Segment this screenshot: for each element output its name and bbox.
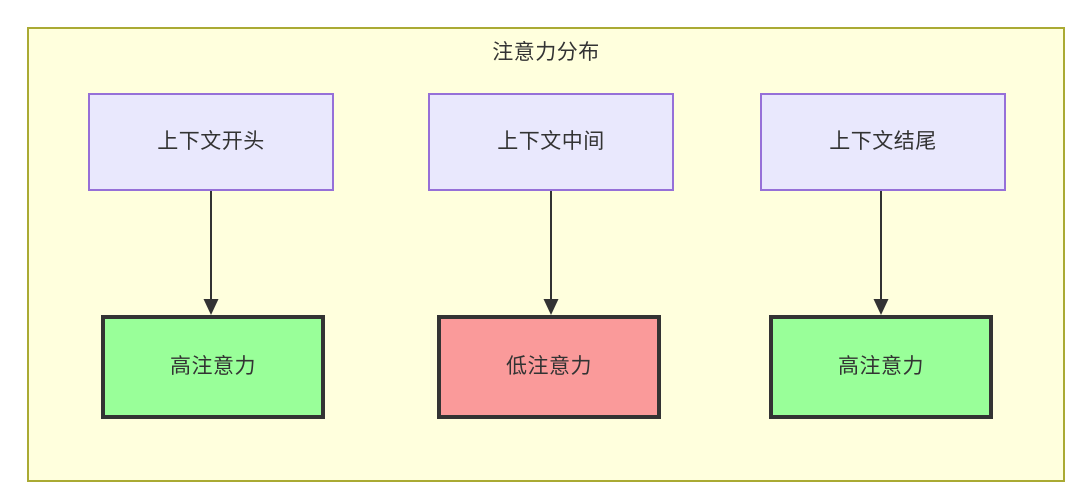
node-context-end-label: 上下文结尾 <box>829 129 937 154</box>
node-context-start[interactable]: 上下文开头 <box>88 93 334 191</box>
node-attention-high-end[interactable]: 高注意力 <box>769 315 993 419</box>
node-context-start-label: 上下文开头 <box>157 129 265 154</box>
subgraph-title: 注意力分布 <box>492 40 600 64</box>
node-context-middle-label: 上下文中间 <box>497 129 605 154</box>
node-attention-high-end-label: 高注意力 <box>838 354 924 379</box>
node-attention-low-middle-label: 低注意力 <box>506 354 592 379</box>
node-context-middle[interactable]: 上下文中间 <box>428 93 674 191</box>
node-attention-low-middle[interactable]: 低注意力 <box>437 315 661 419</box>
node-attention-high-start-label: 高注意力 <box>170 354 256 379</box>
node-context-end[interactable]: 上下文结尾 <box>760 93 1006 191</box>
node-attention-high-start[interactable]: 高注意力 <box>101 315 325 419</box>
